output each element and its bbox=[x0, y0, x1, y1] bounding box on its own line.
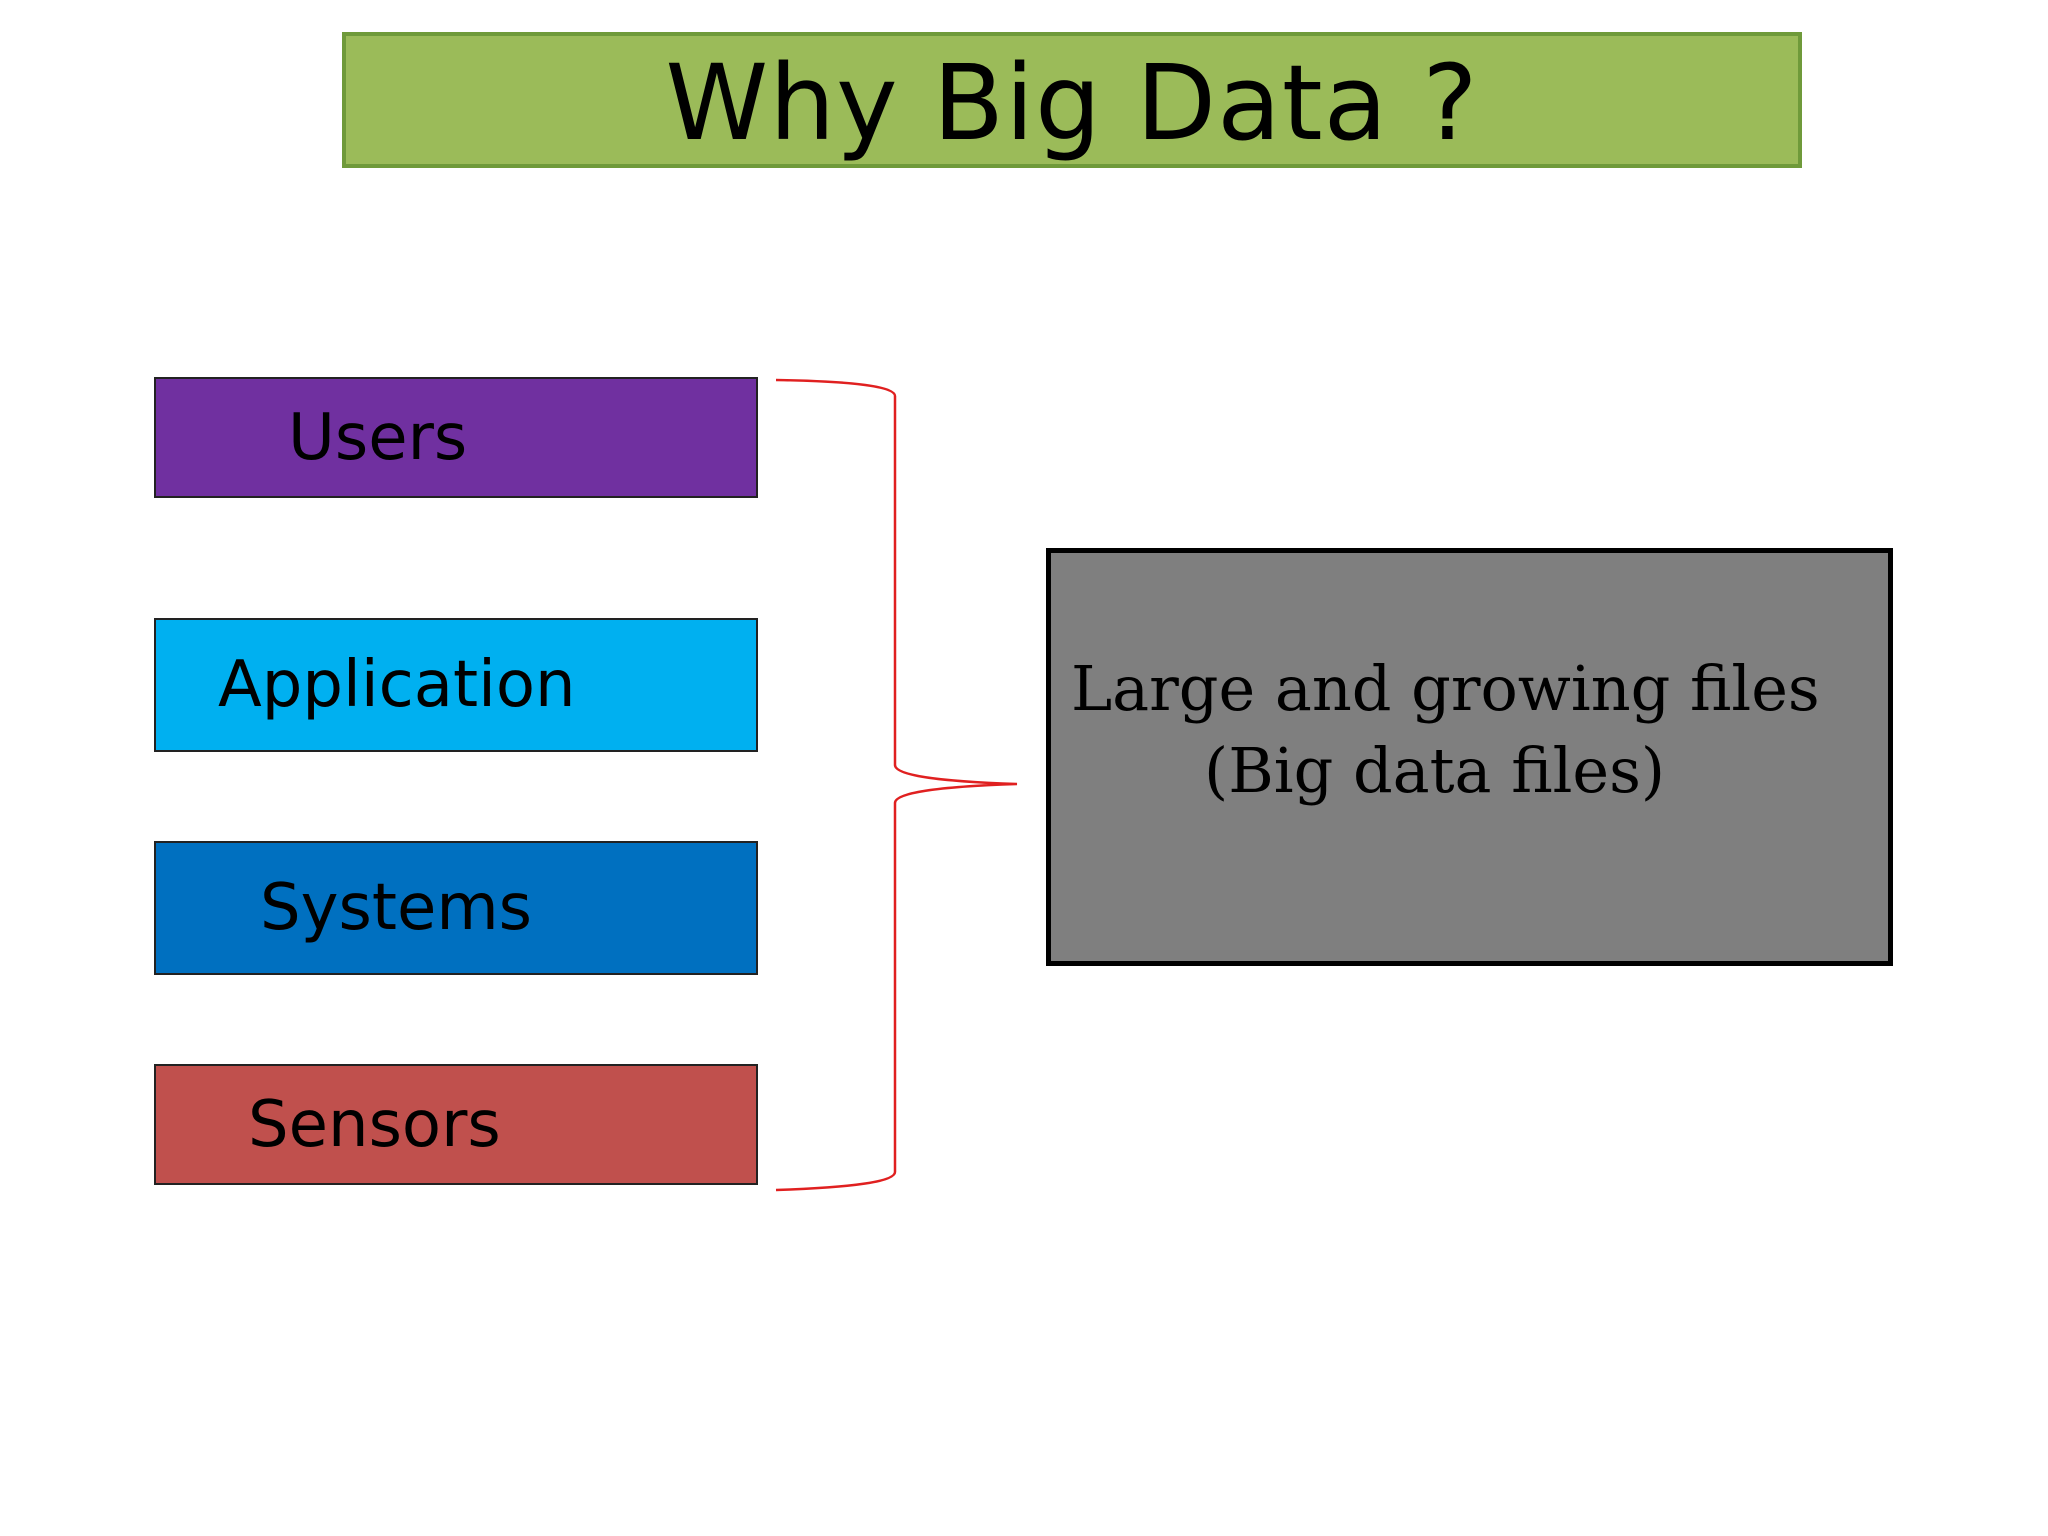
source-label-sensors: Sensors bbox=[248, 1087, 501, 1162]
source-box-application: Application bbox=[154, 618, 758, 752]
source-box-sensors: Sensors bbox=[154, 1064, 758, 1185]
source-label-application: Application bbox=[218, 648, 576, 722]
result-box: Large and growing files (Big data files) bbox=[1046, 548, 1893, 966]
source-label-users: Users bbox=[288, 400, 468, 475]
result-text-line-2: (Big data files) bbox=[1204, 734, 1666, 807]
title-banner: Why Big Data ? bbox=[342, 32, 1802, 168]
source-label-systems: Systems bbox=[260, 871, 532, 945]
source-box-systems: Systems bbox=[154, 841, 758, 975]
result-text-line-1: Large and growing files bbox=[1071, 652, 1820, 725]
slide-title: Why Big Data ? bbox=[665, 42, 1479, 164]
right-curly-brace bbox=[775, 378, 1018, 1192]
source-box-users: Users bbox=[154, 377, 758, 498]
